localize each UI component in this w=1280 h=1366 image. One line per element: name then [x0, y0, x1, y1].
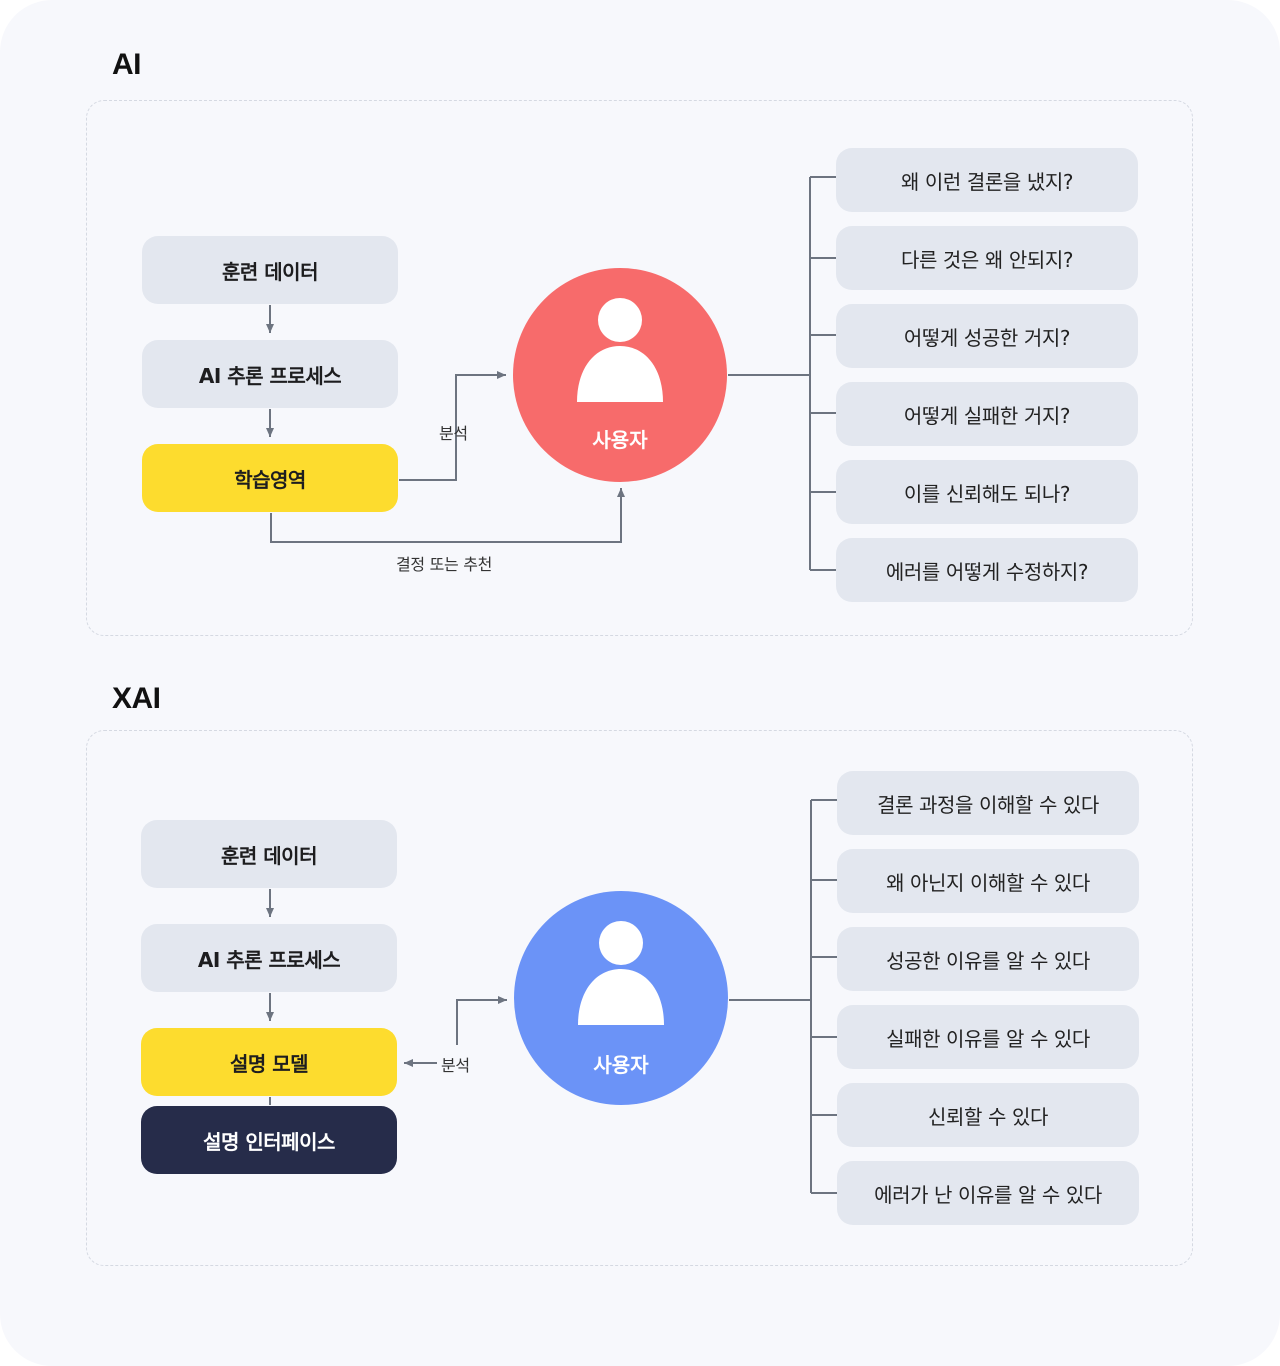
xai-answer-item: 왜 아닌지 이해할 수 있다: [837, 849, 1139, 913]
ai-inference-process-box: AI 추론 프로세스: [142, 340, 398, 408]
xai-answer-item: 신뢰할 수 있다: [837, 1083, 1139, 1147]
ai-question-item: 왜 이런 결론을 냈지?: [836, 148, 1138, 212]
xai-user-label: 사용자: [593, 1053, 649, 1077]
xai-section-title: XAI: [112, 682, 161, 715]
ai-question-item: 이를 신뢰해도 되나?: [836, 460, 1138, 524]
xai-analysis-label: 분석: [441, 1056, 470, 1075]
ai-arrow-analysis: [399, 371, 506, 481]
xai-section-frame: [86, 730, 1193, 1266]
user-icon: [577, 298, 663, 402]
xai-explanation-interface-box: 설명 인터페이스: [141, 1106, 397, 1174]
xai-answer-item: 결론 과정을 이해할 수 있다: [837, 771, 1139, 835]
xai-inference-process-box: AI 추론 프로세스: [141, 924, 397, 992]
xai-answer-item: 에러가 난 이유를 알 수 있다: [837, 1161, 1139, 1225]
xai-arrow-analysis-up: [456, 996, 507, 1045]
ai-arrow-decision: [270, 488, 625, 543]
xai-user-node: 사용자: [514, 891, 728, 1105]
ai-decision-label: 결정 또는 추천: [396, 555, 493, 574]
ai-question-item: 에러를 어떻게 수정하지?: [836, 538, 1138, 602]
ai-user-label: 사용자: [592, 428, 648, 452]
xai-answer-item: 성공한 이유를 알 수 있다: [837, 927, 1139, 991]
ai-question-item: 어떻게 실패한 거지?: [836, 382, 1138, 446]
xai-training-data-box: 훈련 데이터: [141, 820, 397, 888]
ai-analysis-label: 분석: [439, 424, 468, 443]
ai-training-data-box: 훈련 데이터: [142, 236, 398, 304]
ai-user-node: 사용자: [513, 268, 727, 482]
xai-explanation-model-box: 설명 모델: [141, 1028, 397, 1096]
ai-question-item: 다른 것은 왜 안되지?: [836, 226, 1138, 290]
xai-answer-item: 실패한 이유를 알 수 있다: [837, 1005, 1139, 1069]
user-icon: [578, 921, 664, 1025]
ai-learning-area-box: 학습영역: [142, 444, 398, 512]
ai-question-item: 어떻게 성공한 거지?: [836, 304, 1138, 368]
ai-section-title: AI: [112, 48, 142, 81]
ai-section-frame: [86, 100, 1193, 636]
